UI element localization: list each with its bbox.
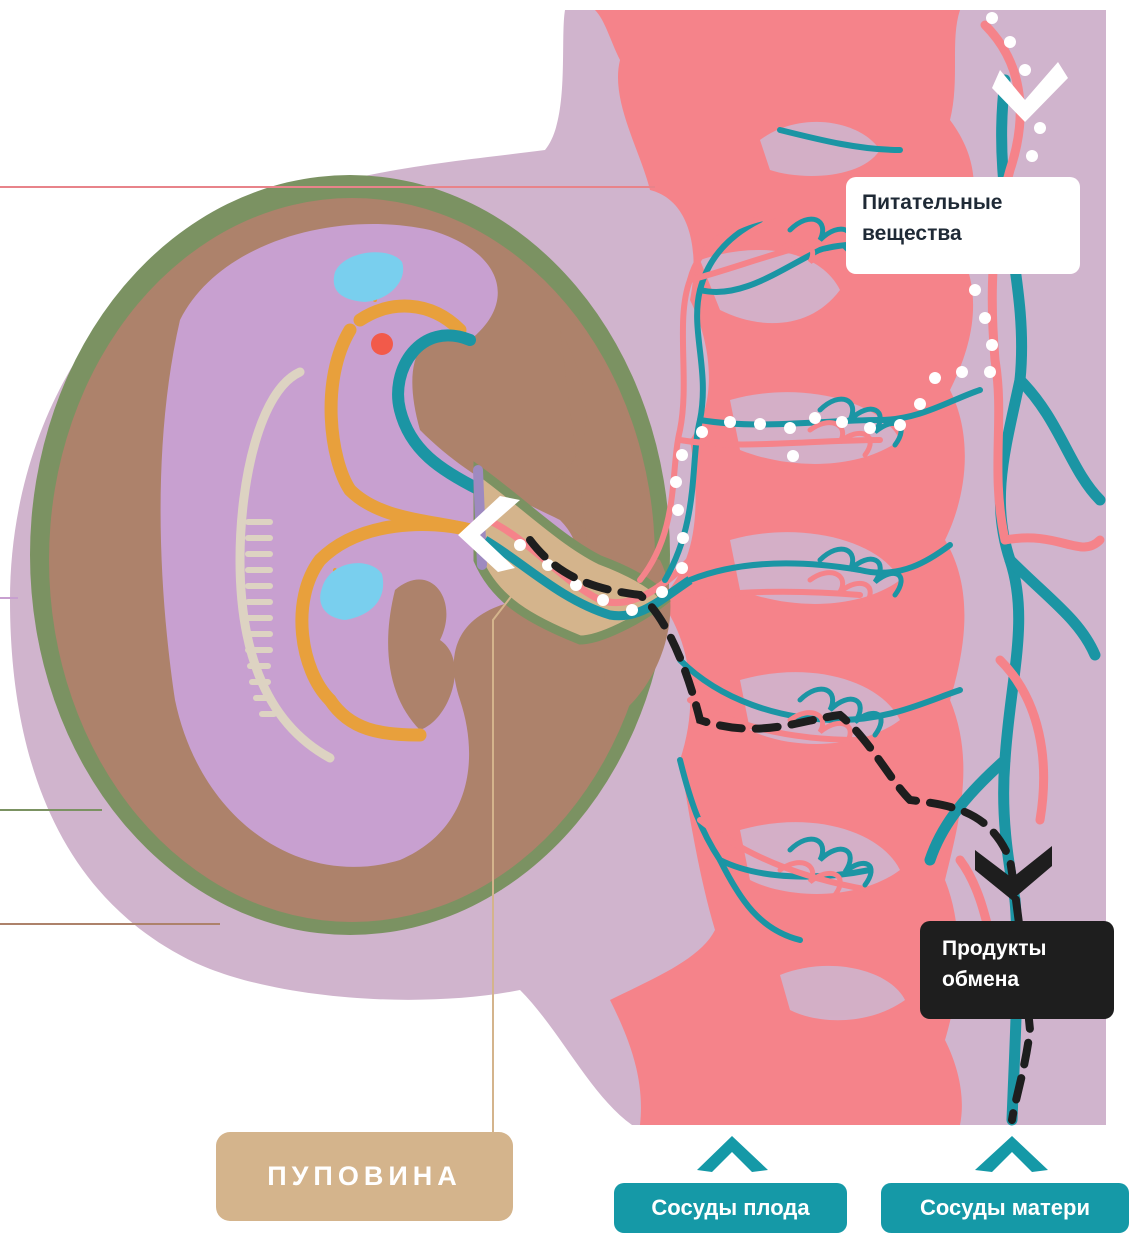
nutrients-callout: Питательные вещества [846, 177, 1080, 274]
waste-callout: Продукты обмена [920, 921, 1114, 1019]
waste-callout-line-2: обмена [942, 964, 1092, 995]
waste-callout-line-1: Продукты [942, 933, 1092, 964]
chevron-up-icon-maternal [975, 1136, 1048, 1172]
nutrients-callout-line-2: вещества [862, 218, 1064, 249]
nutrients-callout-line-1: Питательные [862, 187, 1064, 218]
chevron-up-icon-fetal [697, 1136, 768, 1172]
fetal-vessels-label: Сосуды плода [614, 1183, 847, 1233]
maternal-vessels-label: Сосуды матери [881, 1183, 1129, 1233]
umbilical-cord-label: ПУПОВИНА [216, 1132, 513, 1221]
heart-red [371, 333, 393, 355]
